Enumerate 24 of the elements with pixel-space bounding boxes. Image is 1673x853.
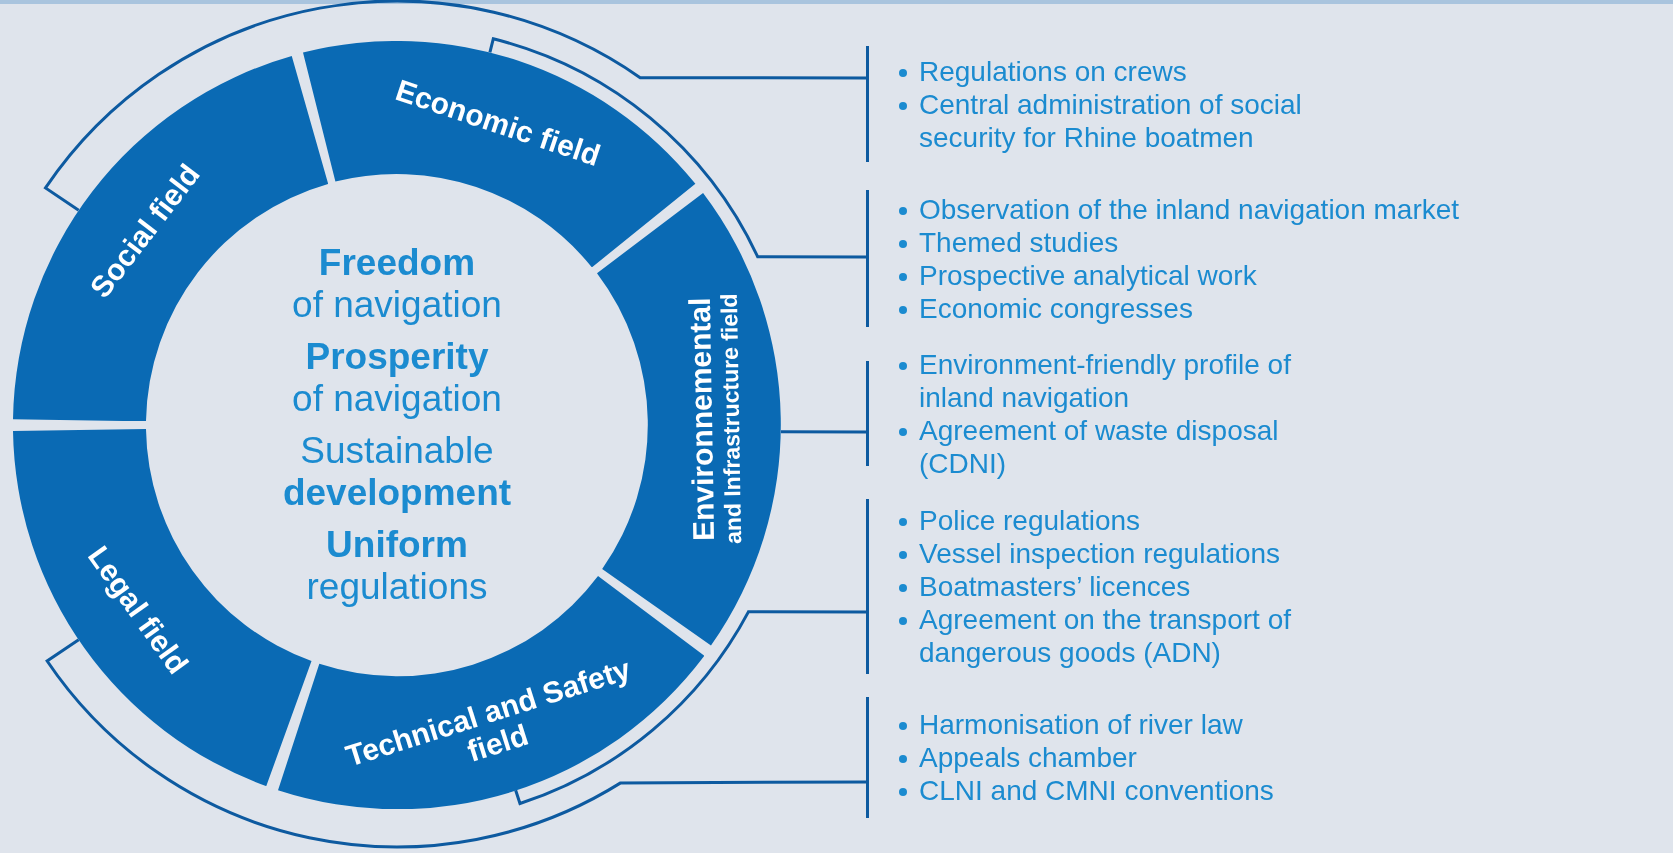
connector-line: [45, 638, 866, 848]
list-item-text: Regulations on crews: [919, 54, 1187, 88]
list-item-text: Agreement of waste disposal (CDNI): [919, 413, 1280, 480]
connector-line: [779, 430, 866, 434]
connector-line: [44, 0, 866, 212]
center-label: Prosperity of navigation: [292, 336, 502, 420]
list-item-text: Vessel inspection regulations: [919, 537, 1281, 570]
center-label: Sustainable development: [282, 430, 512, 514]
list-item-text: CLNI and CMNI conventions: [919, 774, 1274, 807]
list-item-text: Agreement on the transport of dangerous goods (ADN): [919, 603, 1292, 669]
list-item-text: Central administration of social security for Rhine boatmen: [919, 87, 1303, 154]
list-item-text: Prospective analytical work: [919, 258, 1257, 292]
list-item-text: Environment-friendly profile of inland navigation: [919, 347, 1292, 414]
list-item-text: Observation of the inland navigation market: [919, 192, 1460, 226]
center-label: Uniform regulations: [306, 524, 488, 608]
center-label: Freedom of navigation: [292, 242, 502, 326]
list-item-text: Police regulations: [919, 504, 1141, 537]
list-item-text: Appeals chamber: [919, 741, 1137, 774]
list-item-text: Economic congresses: [919, 291, 1193, 325]
list-item-text: Harmonisation of river law: [919, 708, 1243, 741]
list-item-text: Boatmasters’ licences: [919, 570, 1191, 603]
connector-line: [514, 610, 866, 805]
list-item-text: Themed studies: [919, 225, 1119, 259]
connector-line: [488, 37, 866, 259]
